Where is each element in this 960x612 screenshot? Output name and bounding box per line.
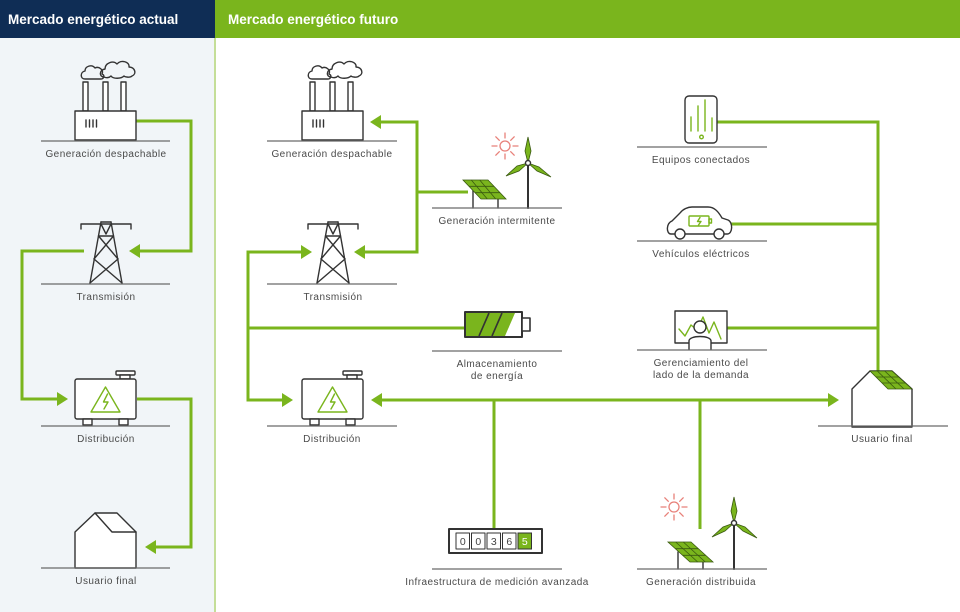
node-connected-devices: Equipos conectados xyxy=(637,95,767,166)
meter-digit: 3 xyxy=(486,532,501,550)
connector-intermittent-to-dispatchable-and-transmission xyxy=(364,120,419,254)
label-transmission: Transmisión xyxy=(303,292,362,303)
label-end-user: Usuario final xyxy=(75,576,136,587)
factory-icon xyxy=(74,60,137,141)
warning-triangle-icon xyxy=(90,386,121,413)
node-current-end-user: Usuario final xyxy=(41,512,170,587)
label-demand-management-line2: lado de la demanda xyxy=(653,370,749,381)
node-current-distribution: Distribución xyxy=(41,370,170,445)
meter-digit-highlighted: 5 xyxy=(517,532,532,550)
label-distribution: Distribución xyxy=(303,434,361,445)
meter-digit: 0 xyxy=(471,532,486,550)
smart-device-icon xyxy=(684,95,718,144)
distribution-transformer-icon xyxy=(301,370,364,426)
transmission-tower-icon xyxy=(80,221,132,284)
house-icon xyxy=(74,512,137,569)
svg-text:6: 6 xyxy=(506,536,512,548)
wind-turbine-icon xyxy=(711,496,758,570)
svg-text:0: 0 xyxy=(475,536,481,548)
arrow-right-icon xyxy=(57,392,68,406)
node-future-transmission: Transmisión xyxy=(267,221,397,303)
current-connectors xyxy=(20,119,193,554)
arrow-right-icon xyxy=(282,393,293,407)
label-storage-line1: Almacenamiento xyxy=(457,359,538,370)
smart-meter-icon: 0 0 3 6 5 xyxy=(448,528,543,554)
label-connected-devices: Equipos conectados xyxy=(652,155,750,166)
transmission-tower-icon xyxy=(307,221,359,284)
label-electric-vehicles: Vehículos eléctricos xyxy=(652,249,749,260)
connector-generation-to-transmission xyxy=(136,119,193,253)
house-icon xyxy=(851,370,914,428)
rooftop-solar-icon xyxy=(869,370,914,390)
label-distribution: Distribución xyxy=(77,434,135,445)
arrow-left-icon xyxy=(371,393,382,407)
arrow-left-icon xyxy=(145,540,156,554)
future-connectors xyxy=(246,115,880,529)
svg-text:5: 5 xyxy=(522,536,528,548)
arrow-right-icon xyxy=(828,393,839,407)
label-distributed-generation: Generación distribuida xyxy=(646,577,756,588)
connector-distribution-to-user xyxy=(137,397,193,549)
svg-text:0: 0 xyxy=(460,536,466,548)
meter-digit: 0 xyxy=(455,532,470,550)
node-electric-vehicles: Vehículos eléctricos xyxy=(637,206,767,260)
panel-divider xyxy=(214,38,216,612)
label-intermittent-generation: Generación intermitente xyxy=(438,216,555,227)
factory-icon xyxy=(301,60,364,141)
label-storage-line2: de energía xyxy=(471,371,523,382)
meter-digit: 6 xyxy=(502,532,517,550)
label-dispatchable-generation: Generación despachable xyxy=(45,149,166,160)
warning-triangle-icon xyxy=(317,386,348,413)
label-end-user: Usuario final xyxy=(851,434,912,445)
electric-car-icon xyxy=(666,206,733,240)
arrow-left-icon xyxy=(370,115,381,129)
battery-icon xyxy=(464,311,531,338)
arrow-left-icon xyxy=(354,245,365,259)
node-future-end-user: Usuario final xyxy=(818,370,948,445)
node-demand-side-management: Gerenciamiento del lado de la demanda xyxy=(637,310,767,381)
node-current-transmission: Transmisión xyxy=(41,221,170,303)
node-future-dispatchable-generation: Generación despachable xyxy=(267,60,397,160)
label-dispatchable-generation: Generación despachable xyxy=(271,149,392,160)
node-distributed-generation: Generación distribuida xyxy=(637,493,767,588)
label-transmission: Transmisión xyxy=(76,292,135,303)
solar-panel-icon xyxy=(462,179,507,209)
demand-monitor-icon xyxy=(674,310,728,350)
distribution-transformer-icon xyxy=(74,370,137,426)
node-future-distribution: Distribución xyxy=(267,370,397,445)
sun-icon xyxy=(491,132,519,160)
header-future-title: Mercado energético futuro xyxy=(228,11,399,27)
label-demand-management-line1: Gerenciamiento del xyxy=(654,358,749,369)
sun-icon xyxy=(660,493,688,521)
connector-transmission-to-distribution xyxy=(20,249,84,401)
node-advanced-metering: 0 0 3 6 5 Infraestructura de medición av… xyxy=(405,528,589,588)
arrow-right-icon xyxy=(301,245,312,259)
node-energy-storage: Almacenamiento de energía xyxy=(432,311,562,382)
label-advanced-metering: Infraestructura de medición avanzada xyxy=(405,577,589,588)
solar-panel-icon xyxy=(666,541,715,570)
connector-storage-bus xyxy=(246,250,302,402)
node-current-dispatchable-generation: Generación despachable xyxy=(41,60,170,160)
node-intermittent-generation: Generación intermitente xyxy=(432,132,562,227)
svg-text:3: 3 xyxy=(491,536,497,548)
header-future-market: Mercado energético futuro xyxy=(215,0,960,38)
header-current-title: Mercado energético actual xyxy=(8,11,179,27)
arrow-left-icon xyxy=(129,244,140,258)
wind-turbine-icon xyxy=(505,136,552,209)
header-current-market: Mercado energético actual xyxy=(0,0,215,38)
